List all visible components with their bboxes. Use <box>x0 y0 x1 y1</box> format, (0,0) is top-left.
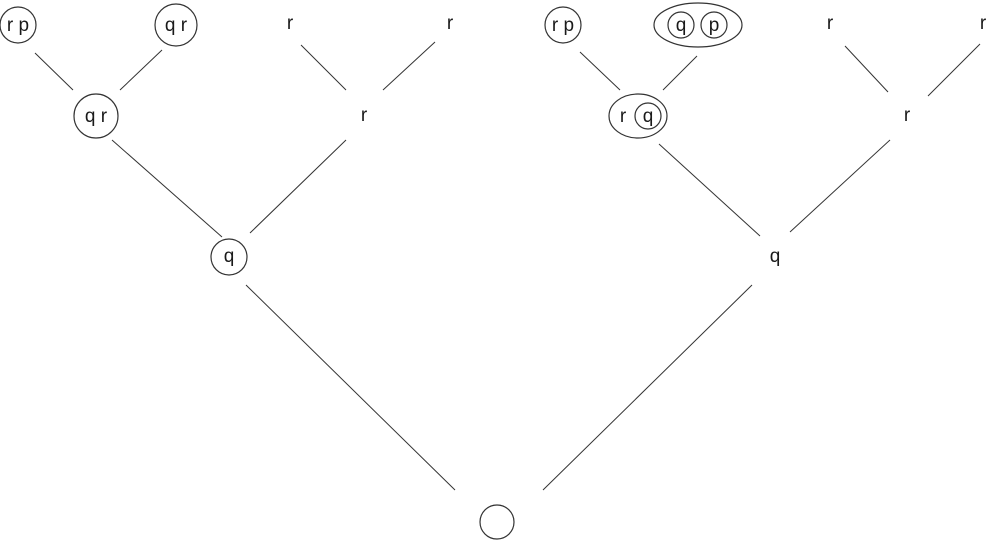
edge-right-q-r <box>789 139 891 233</box>
left-n2a-circle <box>73 93 119 139</box>
left-leaf1-label: r p <box>7 15 29 36</box>
right-leaf2-outer-ellipse <box>653 2 743 48</box>
edge-right-rq-qp <box>662 55 698 91</box>
right-leaf3-label: r <box>827 13 834 34</box>
edges <box>34 41 981 491</box>
right-leaf2-inner-right-circle <box>700 11 728 39</box>
right-n1-label: q <box>770 246 781 267</box>
right-n2a-outer-label: r <box>620 106 627 127</box>
edge-left-r-r2 <box>382 41 436 91</box>
edge-left-q-r <box>249 139 347 234</box>
left-n2a-label: q r <box>85 106 108 127</box>
left-leaf1-circle <box>0 6 37 44</box>
edge-root-left <box>245 284 456 491</box>
left-leaf2-circle <box>154 3 198 47</box>
edge-right-r-r2 <box>927 43 981 97</box>
left-n1-label: q <box>224 246 235 267</box>
edge-left-qr-rp <box>34 52 74 91</box>
right-n2a-outer-ellipse <box>608 93 668 139</box>
right-n2a-inner-circle <box>634 102 662 130</box>
right-n2a-inner-label: q <box>643 106 654 127</box>
right-n2b-label: r <box>904 105 911 126</box>
left-leaf4-label: r <box>447 13 454 34</box>
edge-left-r-r1 <box>300 44 347 91</box>
right-leaf1-label: r p <box>552 15 574 36</box>
root-node <box>479 504 515 540</box>
edge-root-right <box>542 284 753 491</box>
edge-left-q-qr <box>111 139 223 238</box>
edge-left-qr-qr <box>119 49 163 91</box>
right-leaf1-circle <box>544 6 582 44</box>
right-leaf2-inner-right-label: p <box>709 15 720 36</box>
right-leaf2-inner-left-circle <box>667 11 695 39</box>
edge-right-q-rq <box>658 143 761 237</box>
left-n2b-label: r <box>361 105 368 126</box>
left-leaf3-label: r <box>287 13 294 34</box>
right-leaf2-inner-left-label: q <box>676 15 687 36</box>
right-tree: q r q r r p q p r r <box>544 2 987 267</box>
edge-right-rq-rp <box>579 51 621 91</box>
edge-right-r-r1 <box>844 45 889 93</box>
left-n1-circle <box>210 238 248 276</box>
left-tree: q q r r r p q r r r <box>0 3 454 276</box>
right-leaf4-label: r <box>980 13 987 34</box>
left-leaf2-label: q r <box>165 15 188 36</box>
